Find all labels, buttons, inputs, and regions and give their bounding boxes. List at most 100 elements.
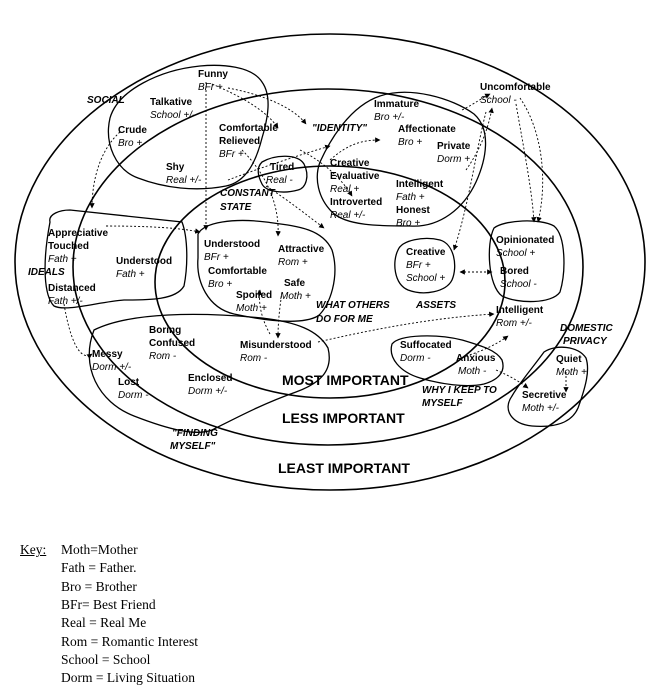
item-word: Boring <box>149 325 181 336</box>
item-boring-confused: Boring Confused Rom - <box>149 325 195 362</box>
item-source: Real +/- <box>166 175 202 186</box>
item-word: Tired <box>270 162 294 173</box>
what-others-label-1: WHAT OTHERS <box>316 300 390 311</box>
item-tired: Tired Real - <box>266 162 294 186</box>
item-word: Funny <box>198 69 228 80</box>
item-source: School +/- <box>150 110 196 121</box>
item-source: Moth +/- <box>522 403 560 414</box>
item-source: Dorm +/- <box>92 362 132 373</box>
why-keep-label-2: MYSELF <box>422 398 463 409</box>
key-entry: Rom = Romantic Interest <box>61 633 198 649</box>
item-comfortable-bro: Comfortable Bro + <box>208 266 267 290</box>
item-word: Creative <box>406 247 446 258</box>
identity-label: "IDENTITY" <box>312 123 367 134</box>
social-label: SOCIAL <box>87 95 125 106</box>
item-word: Comfortable <box>208 266 267 277</box>
key-entry: BFr= Best Friend <box>61 596 156 612</box>
item-word: Intelligent <box>396 179 444 190</box>
why-keep-label-1: WHY I KEEP TO <box>422 385 497 396</box>
item-messy: Messy Dorm +/- <box>92 349 132 373</box>
key-entry: Real = Real Me <box>61 615 147 631</box>
item-honest: Honest Bro + <box>396 205 431 229</box>
item-source: Rom + <box>278 257 308 268</box>
item-source: Moth + <box>236 303 267 314</box>
item-word: Affectionate <box>398 124 456 135</box>
item-source: Dorm +/- <box>188 386 228 397</box>
item-secretive: Secretive Moth +/- <box>522 390 567 414</box>
item-comfortable-relieved: Comfortable Relieved BFr + <box>219 123 278 160</box>
item-source: BFr + <box>204 252 229 263</box>
item-lost: Lost Dorm - <box>118 377 149 401</box>
item-source: School + <box>406 273 445 284</box>
item-source: Real - <box>266 175 293 186</box>
item-suffocated: Suffocated Dorm - <box>400 340 452 364</box>
item-bored: Bored School - <box>500 266 537 290</box>
least-important-ring <box>14 33 646 491</box>
item-safe: Safe Moth + <box>280 278 311 302</box>
concentric-importance-diagram: MOST IMPORTANT LESS IMPORTANT LEAST IMPO… <box>14 33 646 491</box>
least-important-label: LEAST IMPORTANT <box>278 460 410 476</box>
item-understood-fath: Understood Fath + <box>116 256 172 280</box>
item-source: Fath +/- <box>48 296 83 307</box>
item-immature: Immature Bro +/- <box>374 99 419 123</box>
item-word: Creative <box>330 158 370 169</box>
item-word: Comfortable <box>219 123 278 134</box>
most-important-ring <box>154 165 506 399</box>
item-source: Real + <box>330 184 359 195</box>
item-source: Dorm + <box>437 154 470 165</box>
item-word: Safe <box>284 278 306 289</box>
item-affectionate: Affectionate Bro + <box>398 124 456 148</box>
constant-state-label-1: CONSTANT <box>220 188 276 199</box>
item-source: Moth + <box>280 291 311 302</box>
assets-label: ASSETS <box>415 300 456 311</box>
assets-cluster-outline <box>394 237 456 294</box>
item-creative-evaluative: Creative Evaluative Real + <box>330 158 380 195</box>
item-word: Introverted <box>330 197 382 208</box>
most-important-label: MOST IMPORTANT <box>282 372 409 388</box>
item-source: Bro +/- <box>374 112 405 123</box>
item-shy: Shy Real +/- <box>166 162 202 186</box>
item-word: Private <box>437 141 471 152</box>
item-word: Suffocated <box>400 340 452 351</box>
what-others-cluster-outline <box>197 219 336 322</box>
item-word: Secretive <box>522 390 567 401</box>
item-source: Bro + <box>398 137 422 148</box>
key-entry: Fath = Father. <box>61 560 137 576</box>
item-word: Misunderstood <box>240 340 312 351</box>
domestic-privacy-label-2: PRIVACY <box>563 336 608 347</box>
what-others-label-2: DO FOR ME <box>316 314 373 325</box>
item-source: Dorm - <box>400 353 431 364</box>
item-word: Immature <box>374 99 419 110</box>
item-word: Bored <box>500 266 529 277</box>
why-keep-cluster-outline <box>390 335 504 387</box>
connector-arrows <box>63 82 569 393</box>
item-word: Relieved <box>219 136 260 147</box>
item-word: Opinionated <box>496 235 554 246</box>
identity-cluster-outline <box>316 91 487 227</box>
item-word: Talkative <box>150 97 192 108</box>
item-source: Fath + <box>116 269 145 280</box>
item-source: Bro + <box>118 138 142 149</box>
social-cluster-outline <box>107 64 269 190</box>
key-entry: School = School <box>61 651 151 667</box>
item-source: School - <box>480 95 517 106</box>
item-talkative: Talkative School +/- <box>150 97 196 121</box>
item-word: Evaluative <box>330 171 380 182</box>
item-understood-bfr: Understood BFr + <box>204 239 260 263</box>
key-label: Key: <box>20 542 47 557</box>
domestic-privacy-cluster-outline <box>507 346 589 428</box>
item-source: Moth - <box>458 366 487 377</box>
item-source: BFr + <box>219 149 244 160</box>
item-opinionated: Opinionated School + <box>496 235 554 259</box>
ideals-label: IDEALS <box>28 267 65 278</box>
item-word: Anxious <box>456 353 496 364</box>
item-word: Understood <box>116 256 172 267</box>
constant-state-label-2: STATE <box>220 202 252 213</box>
item-word: Enclosed <box>188 373 232 384</box>
item-attractive: Attractive Rom + <box>278 244 325 268</box>
item-intelligent-rom: Intelligent Rom +/- <box>496 305 544 329</box>
item-source: Moth + <box>556 367 587 378</box>
item-source: School + <box>496 248 535 259</box>
tired-outline <box>257 155 308 193</box>
item-private: Private Dorm + <box>437 141 471 165</box>
